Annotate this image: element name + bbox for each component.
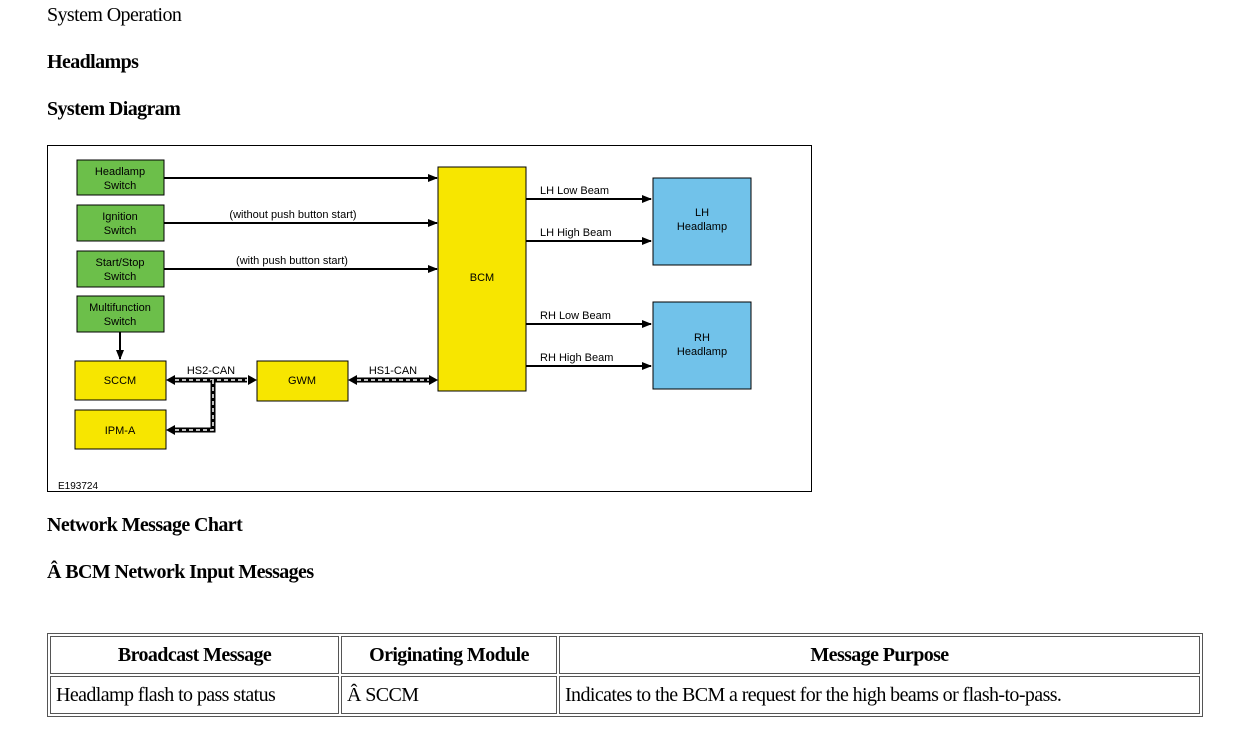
hs2-can-bus: HS2-CAN [166,365,257,435]
network-message-table: Broadcast Message Originating Module Mes… [47,633,1203,717]
multifunction-switch-label-2: Switch [104,316,136,328]
heading-network-message-chart: Network Message Chart [47,514,243,536]
ignition-switch-box: Ignition Switch [76,204,165,242]
rh-headlamp-label-2: Headlamp [677,346,727,358]
cell-message-purpose: Indicates to the BCM a request for the h… [559,676,1200,714]
col-header-originating-module: Originating Module [341,636,557,674]
lh-high-beam-label: LH High Beam [540,227,612,239]
hs2-can-label: HS2-CAN [187,365,235,377]
startstop-switch-label-2: Switch [104,271,136,283]
lh-headlamp-box: LH Headlamp [652,177,752,266]
hs1-can-label: HS1-CAN [369,365,417,377]
bcm-label: BCM [470,272,494,284]
startstop-switch-label-1: Start/Stop [96,257,145,269]
col-header-message-purpose: Message Purpose [559,636,1200,674]
multifunction-switch-label-1: Multifunction [89,302,151,314]
system-diagram: Headlamp Switch Ignition Switch Start/St… [47,145,812,492]
hs1-can-bus: HS1-CAN [348,365,438,385]
figure-id: E193724 [58,481,98,492]
ignition-switch-label-1: Ignition [102,211,137,223]
heading-system-diagram: System Diagram [47,98,181,120]
multifunction-switch-box: Multifunction Switch [76,295,165,333]
without-push-label: (without push button start) [229,209,356,221]
startstop-switch-box: Start/Stop Switch [76,250,165,288]
ipma-box: IPM-A [74,409,167,450]
table-row: Headlamp flash to pass status Â SCCM Ind… [50,676,1200,714]
headlamp-switch-label-1: Headlamp [95,166,145,178]
cell-broadcast-message: Headlamp flash to pass status [50,676,339,714]
lh-low-beam-label: LH Low Beam [540,185,609,197]
heading-bcm-network-input-messages: Â BCM Network Input Messages [47,561,314,583]
headlamp-switch-label-2: Switch [104,180,136,192]
rh-headlamp-label-1: RH [694,332,710,344]
cell-originating-module: Â SCCM [341,676,557,714]
headlamp-switch-box: Headlamp Switch [76,159,165,196]
ignition-switch-label-2: Switch [104,225,136,237]
rh-headlamp-box: RH Headlamp [652,301,752,390]
bcm-box: BCM [437,166,527,392]
heading-headlamps: Headlamps [47,51,139,73]
rh-low-beam-label: RH Low Beam [540,310,611,322]
table-header-row: Broadcast Message Originating Module Mes… [50,636,1200,674]
rh-high-beam-label: RH High Beam [540,352,613,364]
with-push-label: (with push button start) [236,255,348,267]
section-title-system-operation: System Operation [47,4,182,26]
lh-headlamp-label-2: Headlamp [677,221,727,233]
col-header-broadcast-message: Broadcast Message [50,636,339,674]
ipma-label: IPM-A [105,425,136,437]
gwm-box: GWM [256,360,349,402]
sccm-box: SCCM [74,360,167,401]
lh-headlamp-label-1: LH [695,207,709,219]
gwm-label: GWM [288,375,316,387]
sccm-label: SCCM [104,375,136,387]
